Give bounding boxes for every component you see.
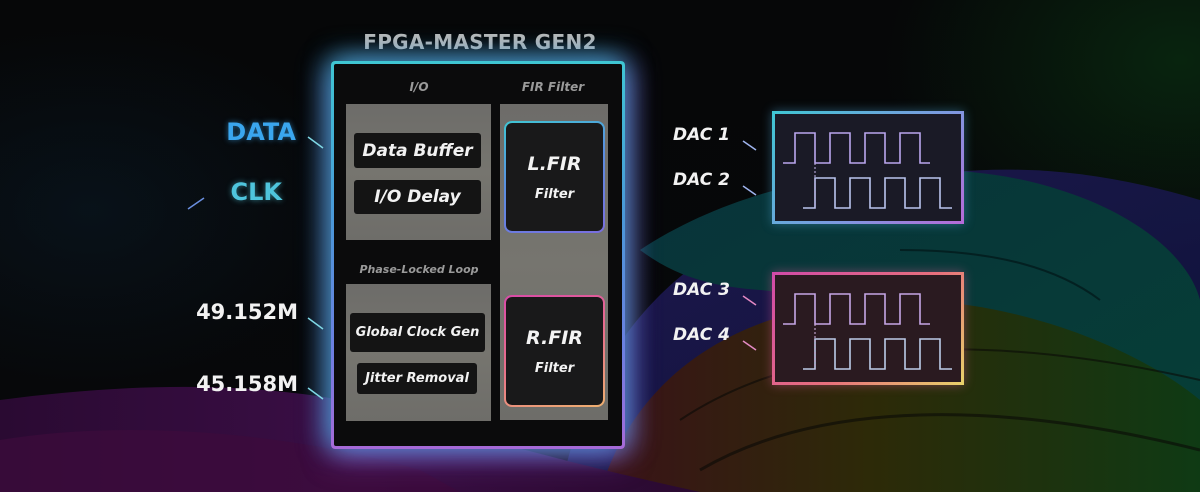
dac1-square-wave xyxy=(783,132,930,164)
dac12-waveform-display xyxy=(772,111,964,224)
dac2-label: DAC 2 xyxy=(673,170,730,190)
pll-section-label: Phase-Locked Loop xyxy=(359,263,479,276)
dac3-label: DAC 3 xyxy=(673,280,730,300)
io-section-label: I/O xyxy=(409,80,429,94)
fir-section-label: FIR Filter xyxy=(521,80,585,94)
diagram-title: FPGA-MASTER GEN2 xyxy=(363,30,597,54)
chip-body: I/O FIR Filter Data Buffer I/O Delay Pha… xyxy=(334,64,622,446)
pll-panel: Global Clock Gen Jitter Removal xyxy=(346,284,491,421)
left-fir-sub: Filter xyxy=(534,186,575,202)
dac2-square-wave xyxy=(803,177,952,209)
dac1-arrow xyxy=(645,140,757,151)
dac12-waveform xyxy=(775,114,961,221)
io-panel: Data Buffer I/O Delay xyxy=(346,104,491,240)
dac3-arrow xyxy=(645,295,757,306)
dac3-square-wave xyxy=(783,293,930,325)
jitter-removal-block: Jitter Removal xyxy=(357,363,477,394)
freq-45158-label: 45.158M xyxy=(196,372,298,396)
fpga-chip: I/O FIR Filter Data Buffer I/O Delay Pha… xyxy=(331,61,625,449)
dac2-arrow xyxy=(645,185,757,196)
dac1-label: DAC 1 xyxy=(673,125,730,145)
dac4-square-wave xyxy=(803,338,952,370)
freq-49152-label: 49.152M xyxy=(196,300,298,324)
dac34-waveform xyxy=(775,275,961,382)
global-clock-gen-block: Global Clock Gen xyxy=(350,313,485,352)
dac34-waveform-display xyxy=(772,272,964,385)
data-input-arrow xyxy=(188,136,324,149)
data-input-label: DATA xyxy=(226,118,296,146)
freq-49152-arrow xyxy=(188,317,324,330)
freq-45158-arrow xyxy=(188,387,324,400)
right-fir-filter: R.FIR Filter xyxy=(504,295,605,407)
right-fir-sub: Filter xyxy=(534,360,575,376)
dac4-arrow xyxy=(645,340,757,351)
fir-panel: L.FIR Filter R.FIR Filter xyxy=(500,104,608,420)
clk-output-arrow xyxy=(187,197,323,210)
clk-output-label: CLK xyxy=(230,178,282,206)
io-delay-block: I/O Delay xyxy=(354,180,481,214)
right-fir-name: R.FIR xyxy=(526,326,583,349)
left-fir-name: L.FIR xyxy=(527,152,582,175)
left-fir-filter: L.FIR Filter xyxy=(504,121,605,233)
data-buffer-block: Data Buffer xyxy=(354,133,481,168)
dac4-label: DAC 4 xyxy=(673,325,730,345)
